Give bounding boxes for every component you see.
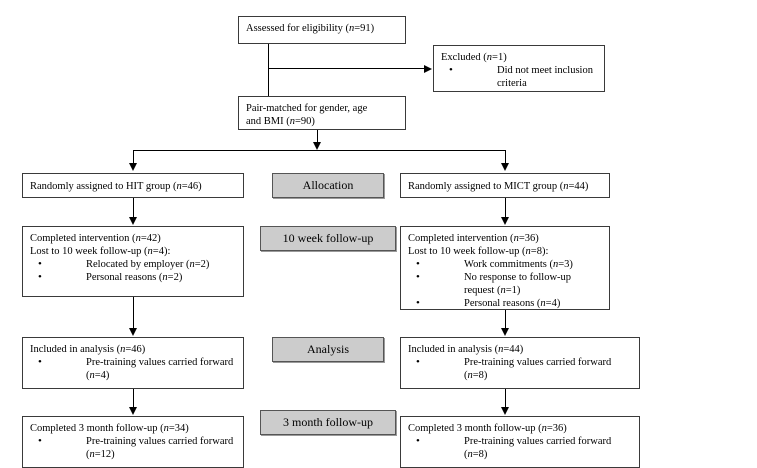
excluded-header: Excluded (n=1) bbox=[441, 52, 507, 63]
mict-3month-line-1: Completed 3 month follow-up (n=36) bbox=[408, 423, 567, 434]
bullet-dot-icon: • bbox=[38, 435, 42, 447]
mict-analysis-bullet-1: • Pre-training values carried forward (n… bbox=[416, 356, 612, 381]
bullet-dot-icon: • bbox=[416, 297, 420, 309]
stage-label-analysis: Analysis bbox=[272, 337, 384, 362]
arrowhead-to-hit-allocation bbox=[128, 163, 137, 171]
arrowhead-hit-3month bbox=[128, 407, 137, 415]
arrowhead-to-mict-allocation bbox=[500, 163, 509, 171]
connector-assessed-to-pairmatched bbox=[268, 44, 269, 96]
stage-label-analysis-text: Analysis bbox=[307, 342, 349, 356]
stage-label-ten-week-text: 10 week follow-up bbox=[282, 231, 374, 245]
connector-hit-followup-to-analysis bbox=[133, 297, 134, 331]
mict-analysis-line-1: Included in analysis (n=44) bbox=[408, 344, 524, 355]
mict-3month-bullet-1: • Pre-training values carried forward (n… bbox=[416, 435, 612, 460]
stage-label-allocation-text: Allocation bbox=[302, 178, 354, 192]
hit-allocation-text: Randomly assigned to HIT group (n=46) bbox=[30, 180, 202, 192]
hit-analysis-box: Included in analysis (n=46) • Pre-traini… bbox=[22, 337, 244, 389]
hit-followup-bullet-1: • Relocated by employer (n=2) bbox=[38, 258, 210, 270]
connector-mict-alloc-to-followup bbox=[505, 198, 506, 220]
excluded-bullet-1: • Did not meet inclusion criteria bbox=[449, 64, 593, 89]
pair-matched-line-1: Pair-matched for gender, age bbox=[246, 103, 368, 114]
hit-followup-bullet-2: • Personal reasons (n=2) bbox=[38, 271, 183, 283]
hit-3month-bullet-1: • Pre-training values carried forward (n… bbox=[38, 435, 234, 460]
connector-mict-followup-to-analysis bbox=[505, 310, 506, 331]
bullet-dot-icon: • bbox=[449, 64, 453, 76]
bullet-dot-icon: • bbox=[416, 435, 420, 447]
hit-3-month-followup-box: Completed 3 month follow-up (n=34) • Pre… bbox=[22, 416, 244, 468]
hit-followup-line-1: Completed intervention (n=42) bbox=[30, 233, 161, 244]
hit-analysis-bullet-1: • Pre-training values carried forward (n… bbox=[38, 356, 234, 381]
mict-followup-bullet-3: • Personal reasons (n=4) bbox=[416, 297, 561, 309]
bullet-dot-icon: • bbox=[38, 356, 42, 368]
mict-allocation-box: Randomly assigned to MICT group (n=44) bbox=[400, 173, 610, 198]
bullet-dot-icon: • bbox=[38, 271, 42, 283]
stage-label-three-month-text: 3 month follow-up bbox=[283, 415, 373, 429]
excluded-box: Excluded (n=1) • Did not meet inclusion … bbox=[433, 45, 605, 92]
connector-hit-analysis-to-3month bbox=[133, 389, 134, 410]
assessed-text: Assessed for eligibility (n=91) bbox=[246, 23, 375, 34]
arrowhead-mict-analysis bbox=[500, 328, 509, 336]
hit-allocation-box: Randomly assigned to HIT group (n=46) bbox=[22, 173, 244, 198]
stage-label-allocation: Allocation bbox=[272, 173, 384, 198]
arrowhead-pairmatched-center bbox=[312, 142, 321, 150]
mict-allocation-text: Randomly assigned to MICT group (n=44) bbox=[408, 180, 589, 192]
connector-pairmatched-down bbox=[317, 130, 318, 144]
assessed-for-eligibility-box: Assessed for eligibility (n=91) bbox=[238, 16, 406, 44]
bullet-dot-icon: • bbox=[416, 356, 420, 368]
connector-mict-analysis-to-3month bbox=[505, 389, 506, 410]
arrowhead-mict-3month bbox=[500, 407, 509, 415]
arrowhead-hit-analysis bbox=[128, 328, 137, 336]
pair-matched-box: Pair-matched for gender, age and BMI (n=… bbox=[238, 96, 406, 130]
mict-3-month-followup-box: Completed 3 month follow-up (n=36) • Pre… bbox=[400, 416, 640, 468]
hit-followup-line-2: Lost to 10 week follow-up (n=4): bbox=[30, 246, 171, 257]
mict-followup-bullet-2: • No response to follow-up request (n=1) bbox=[416, 271, 572, 296]
mict-analysis-box: Included in analysis (n=44) • Pre-traini… bbox=[400, 337, 640, 389]
bullet-dot-icon: • bbox=[416, 258, 420, 270]
hit-analysis-line-1: Included in analysis (n=46) bbox=[30, 344, 146, 355]
mict-followup-line-1: Completed intervention (n=36) bbox=[408, 233, 539, 244]
hit-3month-line-1: Completed 3 month follow-up (n=34) bbox=[30, 423, 189, 434]
mict-followup-line-2: Lost to 10 week follow-up (n=8): bbox=[408, 246, 549, 257]
bullet-dot-icon: • bbox=[38, 258, 42, 270]
connector-split-left-drop bbox=[133, 150, 134, 164]
connector-assessed-to-excluded bbox=[268, 68, 424, 69]
arrowhead-to-excluded bbox=[424, 64, 432, 73]
arrowhead-mict-10week bbox=[500, 217, 509, 225]
pair-matched-line-2: and BMI (n=90) bbox=[246, 116, 315, 127]
stage-label-three-month-follow-up: 3 month follow-up bbox=[260, 410, 396, 435]
bullet-dot-icon: • bbox=[416, 271, 420, 283]
stage-label-ten-week-follow-up: 10 week follow-up bbox=[260, 226, 396, 251]
arrowhead-hit-10week bbox=[128, 217, 137, 225]
connector-hit-alloc-to-followup bbox=[133, 198, 134, 220]
hit-10-week-followup-box: Completed intervention (n=42) Lost to 10… bbox=[22, 226, 244, 297]
mict-10-week-followup-box: Completed intervention (n=36) Lost to 10… bbox=[400, 226, 610, 310]
connector-split-bar bbox=[133, 150, 506, 151]
mict-followup-bullet-1: • Work commitments (n=3) bbox=[416, 258, 573, 270]
connector-split-right-drop bbox=[505, 150, 506, 164]
